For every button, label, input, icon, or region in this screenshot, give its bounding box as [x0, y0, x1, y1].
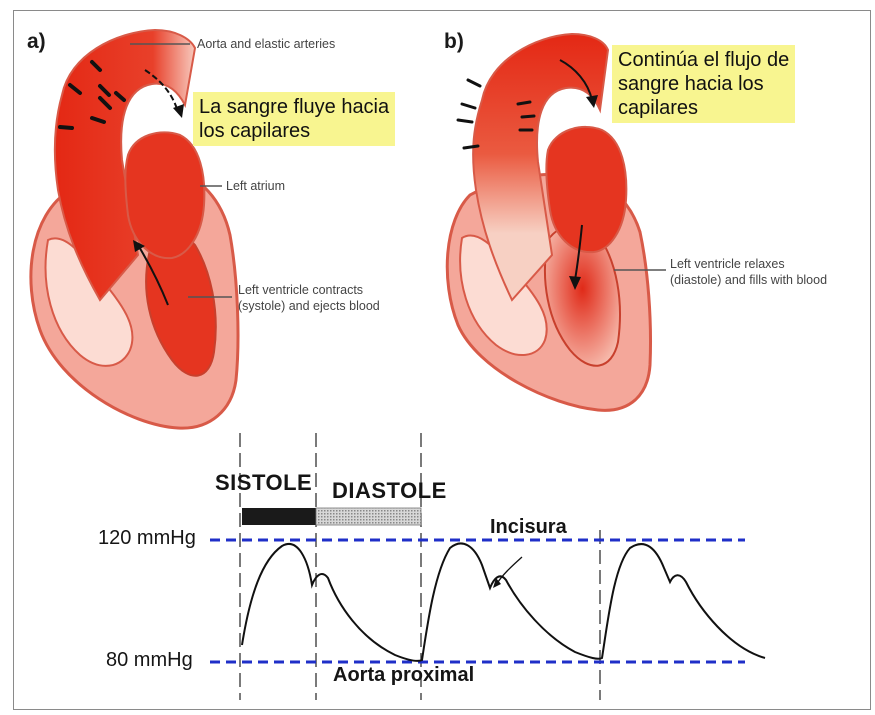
label-left-atrium: Left atrium — [226, 178, 285, 194]
note-flow-continues-to-capillaries: Continúa el flujo de sangre hacia los ca… — [612, 45, 795, 123]
label-120-mmhg: 120 mmHg — [98, 527, 196, 550]
note-a-line-2: los capilares — [199, 119, 389, 143]
heart-b-left-atrium — [546, 127, 626, 252]
panel-b-letter: b) — [444, 30, 464, 54]
note-b-line-1: Continúa el flujo de — [618, 48, 789, 72]
label-diastole: DIASTOLE — [332, 478, 447, 504]
heart-systole — [31, 30, 238, 428]
panel-a-letter: a) — [27, 30, 46, 54]
note-b-line-2: sangre hacia los — [618, 72, 789, 96]
label-aorta-elastic-arteries: Aorta and elastic arteries — [197, 36, 335, 52]
label-left-ventricle-relaxes: Left ventricle relaxes (diastole) and fi… — [670, 256, 827, 288]
label-ventricle-a-line-2: (systole) and ejects blood — [238, 298, 380, 314]
heart-a-flow-arrowhead-aorta — [173, 104, 184, 118]
label-80-mmhg: 80 mmHg — [106, 649, 193, 672]
label-aorta-proximal: Aorta proximal — [333, 664, 474, 687]
note-b-line-3: capilares — [618, 96, 789, 120]
diastole-bar — [316, 508, 421, 525]
label-ventricle-b-line-1: Left ventricle relaxes — [670, 256, 827, 272]
label-ventricle-b-line-2: (diastole) and fills with blood — [670, 272, 827, 288]
incisura-pointer-arrow — [496, 557, 522, 585]
note-a-line-1: La sangre fluye hacia — [199, 95, 389, 119]
note-blood-flows-to-capillaries: La sangre fluye hacia los capilares — [193, 92, 395, 146]
label-ventricle-a-line-1: Left ventricle contracts — [238, 282, 380, 298]
label-incisura: Incisura — [490, 516, 567, 539]
systole-bar — [242, 508, 316, 525]
heart-a-left-atrium — [125, 132, 204, 258]
label-left-ventricle-contracts: Left ventricle contracts (systole) and e… — [238, 282, 380, 314]
label-systole: SISTOLE — [215, 470, 312, 496]
aortic-pressure-trace — [242, 543, 765, 660]
